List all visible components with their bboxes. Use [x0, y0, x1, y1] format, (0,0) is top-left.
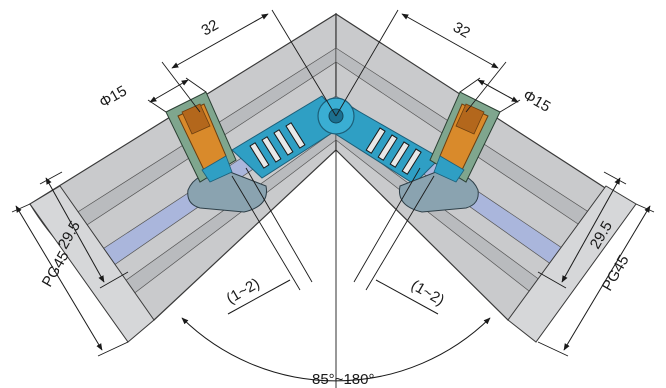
left-profile-label: PG45	[39, 248, 73, 290]
left-diameter-label: Φ15	[97, 82, 130, 111]
left-spring	[249, 122, 306, 169]
right-gap-label: (1~2)	[408, 277, 447, 309]
right-diameter-label: Φ15	[520, 87, 553, 116]
right-gap-dimension	[353, 167, 439, 315]
right-diameter-dimension	[459, 77, 521, 113]
left-gap-label: (1~2)	[224, 275, 263, 307]
left-set-screw	[165, 91, 237, 183]
left-diameter-dimension	[147, 77, 207, 113]
left-height-dimension	[11, 171, 129, 357]
angle-range-label: 85°~180°	[312, 371, 374, 388]
right-profile-label: PG45	[599, 252, 633, 294]
angle-dimension	[181, 150, 491, 388]
left-length-label: 32	[199, 16, 222, 39]
left-gap-dimension	[227, 167, 313, 315]
right-set-screw	[429, 91, 501, 183]
right-length-label: 32	[450, 19, 473, 42]
right-height-dimension	[537, 171, 655, 357]
right-spring	[365, 127, 422, 175]
